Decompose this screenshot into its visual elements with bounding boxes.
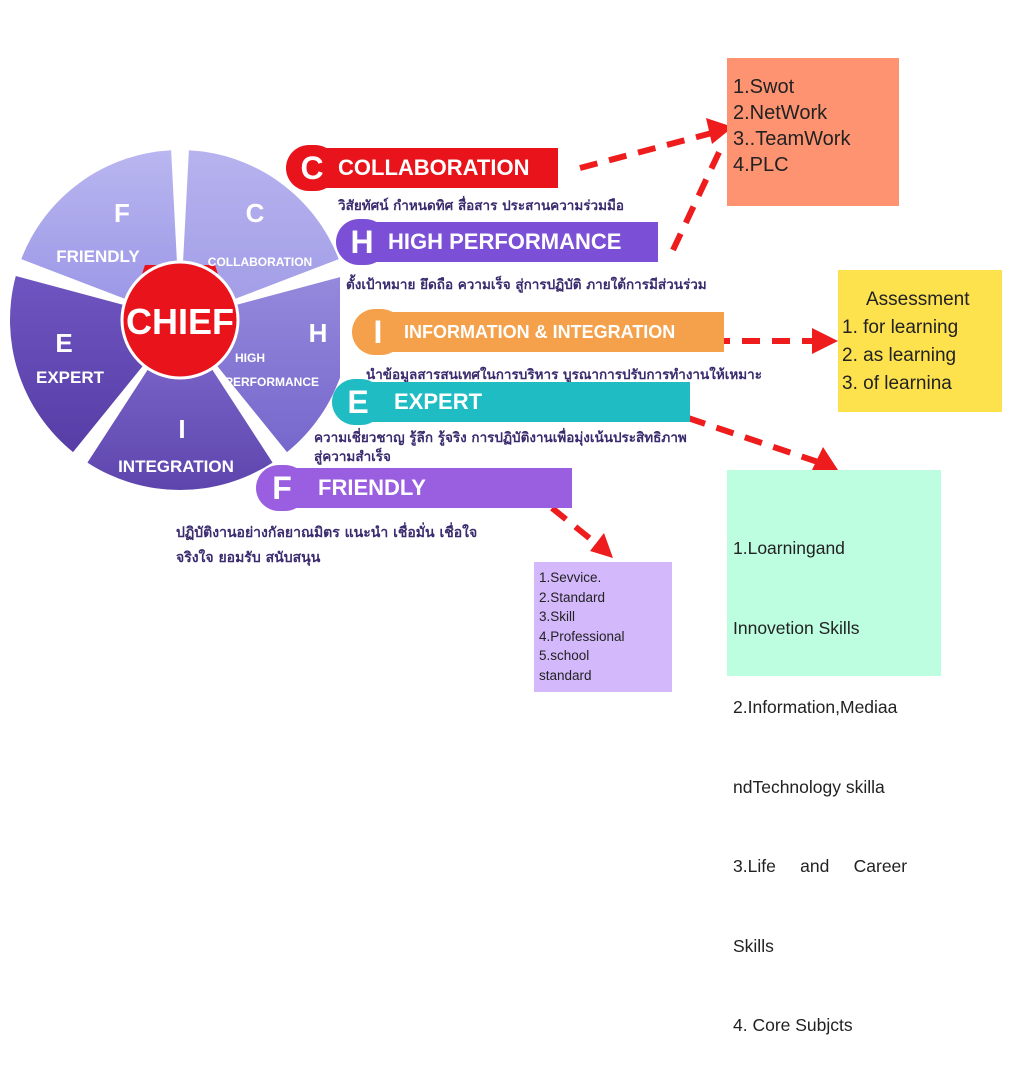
friendly-item: 4.Professional [539, 628, 625, 644]
banner-information: I INFORMATION & INTEGRATION [352, 309, 724, 355]
banner-i-title: INFORMATION & INTEGRATION [390, 312, 724, 352]
wheel-e-letter: E [55, 328, 72, 358]
wheel-i-letter: I [178, 414, 185, 444]
wheel-c-label: COLLABORATION [208, 255, 312, 269]
chief-hub: CHIEF [120, 260, 240, 380]
assessment-title: Assessment [866, 289, 970, 310]
connector-arrows [550, 118, 838, 558]
wheel-f-letter: F [114, 198, 130, 228]
banner-e-letter: E [332, 379, 384, 425]
assessment-item: 1. for learning [842, 317, 959, 338]
chief-hub-circle [120, 260, 240, 380]
assessment-box: Assessment 1. for learning 2. as learnin… [838, 270, 1002, 412]
banner-i-letter: I [352, 309, 404, 355]
wheel-h-letter: H [309, 318, 328, 348]
wheel-segment-integration [87, 353, 273, 491]
expert-description-1: ความเชี่ยวชาญ รู้ลึก รู้จริง การปฏิบัติง… [314, 430, 687, 446]
friendly-description-1: ปฏิบัติงานอย่างกัลยาณมิตร แนะนำ เชื่อมั่… [176, 525, 478, 541]
chief-wheel: CHIEF F FRIENDLY C COLLABORATION H HIGH … [10, 150, 340, 491]
friendly-item: 1.Sevvice. [539, 570, 602, 585]
wheel-f-label: FRIENDLY [56, 247, 140, 266]
expert-description-2: สู่ความสำเร็จ [314, 449, 391, 465]
skills-item: 2.Information,Mediaa [733, 697, 898, 717]
wheel-c-letter: C [246, 198, 265, 228]
skills-item: ndTechnology skilla [733, 776, 885, 797]
collab-item: 3..TeamWork [733, 128, 851, 150]
wheel-e-label: EXPERT [36, 368, 105, 387]
collab-description: วิสัยทัศน์ กำหนดทิศ สื่อสาร ประสานความร่… [338, 198, 625, 214]
banner-h-title: HIGH PERFORMANCE [374, 222, 658, 262]
collab-item: 1.Swot [733, 76, 795, 98]
wheel-i-label: INTEGRATION [118, 457, 234, 476]
banner-expert: E EXPERT [332, 379, 690, 425]
info-description: นำข้อมูลสารสนเทศในการบริหาร บูรณาการปรับ… [366, 367, 762, 383]
wheel-h-label2: PERFORMANCE [225, 375, 319, 389]
banner-friendly: F FRIENDLY [256, 465, 572, 511]
arrow-head-icon [812, 328, 838, 354]
arrow-head-icon [706, 118, 733, 144]
skills-item: 1.Loarningand [733, 538, 845, 558]
wheel-segment-friendly [21, 150, 178, 306]
skills-box: 1.Loarningand Innovetion Skills 2.Inform… [727, 470, 941, 1035]
banner-high-performance: H HIGH PERFORMANCE [336, 219, 658, 265]
banner-f-title: FRIENDLY [294, 468, 572, 508]
assessment-item: 2. as learning [842, 345, 957, 366]
friendly-description-2: จริงใจ ยอมรับ สนับสนุน [176, 550, 321, 566]
skills-item: Innovetion Skills [733, 617, 860, 638]
arrow-collab-line [579, 130, 713, 171]
wheel-segment-collaboration [182, 150, 339, 306]
collab-item: 2.NetWork [733, 102, 828, 124]
skills-item: 3.Life and Career [733, 856, 908, 876]
arrow-high-line [670, 144, 725, 252]
banner-f-letter: F [256, 465, 308, 511]
arrow-head-icon [590, 533, 613, 558]
wheel-h-label: HIGH [235, 351, 265, 365]
assessment-item: 3. of learnina [842, 373, 952, 394]
collab-box: 1.Swot 2.NetWork 3..TeamWork 4.PLC [727, 58, 899, 206]
arrow-head-icon [811, 447, 838, 472]
chief-label: CHIEF [126, 301, 234, 342]
skills-item: Skills [733, 935, 774, 956]
arrow-expert-line [687, 415, 819, 465]
arrow-friendly-line [550, 505, 600, 548]
collab-item: 4.PLC [733, 154, 789, 176]
friendly-item: standard [539, 667, 592, 683]
banner-e-title: EXPERT [370, 382, 690, 422]
banner-c-title: COLLABORATION [324, 148, 558, 188]
friendly-item: 2.Standard [539, 589, 606, 605]
friendly-item: 5.school [539, 648, 590, 663]
wheel-segment-expert [10, 276, 155, 453]
friendly-box: 1.Sevvice. 2.Standard 3.Skill 4.Professi… [534, 562, 672, 692]
banner-h-letter: H [336, 219, 388, 265]
skills-item: 4. Core Subjcts [733, 1015, 853, 1035]
banner-collaboration: C COLLABORATION [286, 145, 558, 191]
banner-c-letter: C [286, 145, 338, 191]
high-description: ตั้งเป้าหมาย ยึดถือ ความเร็จ สู่การปฏิบั… [346, 277, 707, 293]
friendly-item: 3.Skill [539, 609, 576, 624]
